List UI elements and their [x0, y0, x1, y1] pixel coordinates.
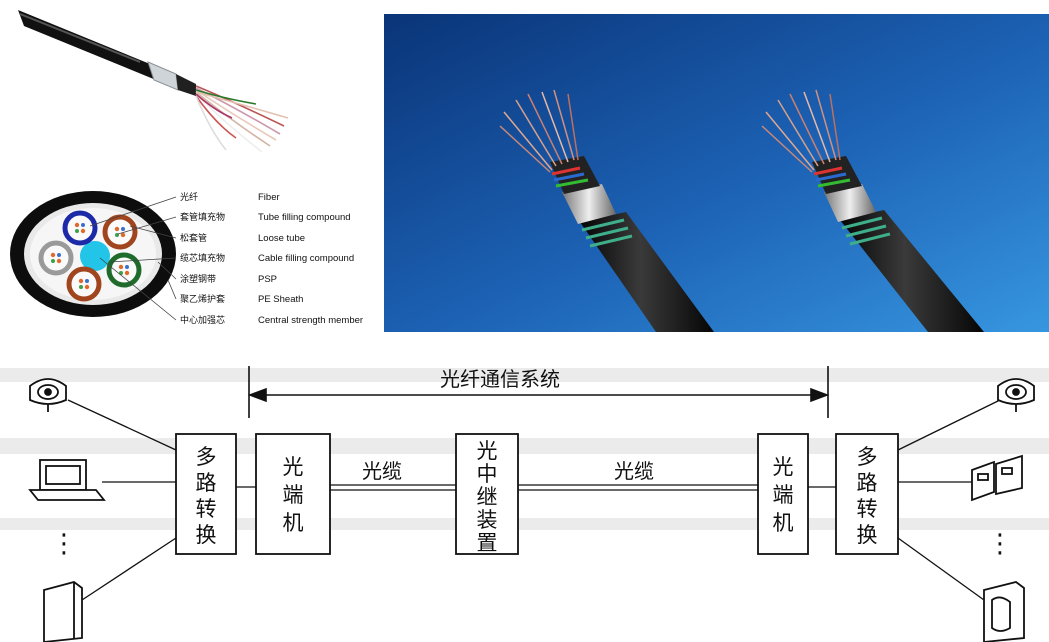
left-optical-terminal-box — [255, 433, 331, 555]
svg-text:路: 路 — [196, 471, 217, 495]
right-mux-box — [835, 433, 899, 555]
legend-en-central-member: Central strength member — [258, 315, 363, 326]
cross-section-diagram — [10, 191, 176, 317]
legend-cn-pe-sheath: 聚乙烯护套 — [180, 293, 225, 305]
legend-cn-cable-filling: 缆芯填充物 — [180, 252, 225, 264]
legend-en-pe-sheath: PE Sheath — [258, 294, 303, 305]
legend-en-cable-filling: Cable filling compound — [258, 253, 354, 264]
right-terminal-label: 光 端 机 — [773, 455, 794, 535]
svg-text:机: 机 — [283, 511, 304, 535]
legend-cn-central-member: 中心加强芯 — [180, 314, 225, 326]
optical-repeater-box — [455, 433, 519, 555]
svg-text:端: 端 — [283, 483, 304, 507]
legend-en-psp: PSP — [258, 274, 277, 285]
svg-text:继: 继 — [477, 485, 498, 509]
cable-label-right: 光缆 — [614, 459, 654, 483]
system-span-arrow — [247, 366, 830, 418]
legend-cn-fiber: 光纤 — [180, 191, 198, 203]
cable-photo-left — [499, 89, 714, 332]
svg-text:端: 端 — [773, 483, 794, 507]
svg-text:多: 多 — [196, 445, 217, 469]
legend-leader-lines — [89, 196, 177, 321]
left-camera-icon — [29, 378, 67, 412]
stripped-cable-icon — [18, 10, 289, 153]
cable-photo-right — [761, 89, 984, 332]
legend-en-fiber: Fiber — [258, 192, 280, 203]
legend-cn-tube-filling: 套管填充物 — [180, 211, 225, 223]
cable-cross-section-illustration: 光纤 Fiber 套管填充物 Tube filling compound 松套管… — [0, 0, 380, 332]
right-optical-terminal-box — [757, 433, 809, 555]
svg-text:光: 光 — [773, 455, 794, 479]
left-telephone-box-icon — [43, 581, 83, 642]
right-mux-label: 多 路 转 换 — [857, 445, 878, 547]
photo-background — [384, 14, 1049, 332]
left-terminal-label: 光 端 机 — [283, 455, 304, 535]
svg-text:装: 装 — [477, 508, 498, 532]
legend-en-tube-filling: Tube filling compound — [258, 212, 351, 223]
fiber-cable-lines — [236, 484, 836, 491]
left-computer-icon — [28, 459, 106, 501]
svg-text:换: 换 — [857, 523, 878, 547]
left-mux-box — [175, 433, 237, 555]
repeater-label: 光 中 继 装 置 — [477, 439, 498, 555]
svg-text:置: 置 — [477, 531, 498, 555]
svg-text:转: 转 — [857, 497, 878, 521]
fiber-communication-system-diagram: 光纤通信系统 光缆 光缆 多 路 转 换 光 端 — [0, 338, 1049, 642]
right-telephone-box-icon — [983, 581, 1025, 642]
svg-text:换: 换 — [196, 523, 217, 547]
svg-text:光: 光 — [477, 439, 498, 463]
left-mux-label: 多 路 转 换 — [196, 445, 217, 547]
diagram-title: 光纤通信系统 — [440, 367, 560, 391]
legend-list: 光纤 Fiber 套管填充物 Tube filling compound 松套管… — [180, 191, 363, 326]
left-ellipsis: ⋮ — [51, 529, 77, 559]
cable-photo — [384, 14, 1049, 332]
svg-text:路: 路 — [857, 471, 878, 495]
right-terminal-devices-icon — [971, 454, 1023, 502]
svg-text:多: 多 — [857, 445, 878, 469]
right-ellipsis: ⋮ — [987, 529, 1013, 559]
right-camera-icon — [997, 378, 1035, 412]
cable-label-left: 光缆 — [362, 459, 402, 483]
legend-en-loose-tube: Loose tube — [258, 233, 305, 244]
legend-cn-loose-tube: 松套管 — [180, 232, 207, 244]
svg-text:机: 机 — [773, 511, 794, 535]
svg-text:转: 转 — [196, 497, 217, 521]
legend-cn-psp: 涂塑钢带 — [180, 273, 216, 285]
svg-text:光: 光 — [283, 455, 304, 479]
svg-text:中: 中 — [477, 462, 498, 486]
device-link-lines — [67, 399, 1001, 601]
